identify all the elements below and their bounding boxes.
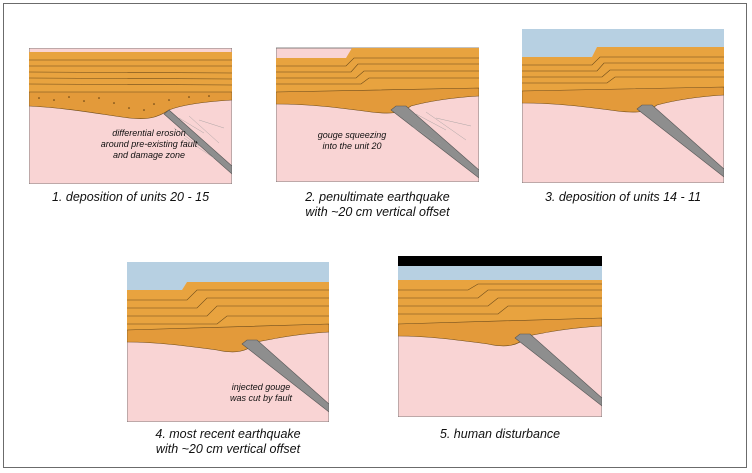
panel-2: gouge squeezing into the unit 20 xyxy=(275,40,480,183)
panel-4-note: injected gouge was cut by fault xyxy=(211,382,311,404)
panel-4-caption-line: 4. most recent earthquake xyxy=(155,427,301,441)
panel-1-note: differential erosion around pre-existing… xyxy=(89,128,209,161)
panel-4-note-line: injected gouge xyxy=(231,382,291,392)
panel-1-note-line: and damage zone xyxy=(112,150,186,160)
panel-4-caption-line: with ~20 cm vertical offset xyxy=(155,442,301,456)
panel-3 xyxy=(521,28,725,184)
panel-5-cross-section xyxy=(397,255,603,418)
panel-3-cross-section xyxy=(521,28,725,184)
panel-2-note-line: into the unit 20 xyxy=(322,141,382,151)
figure-frame: differential erosion around pre-existing… xyxy=(3,3,747,468)
panel-1: differential erosion around pre-existing… xyxy=(28,47,233,185)
panel-1-note-line: differential erosion xyxy=(112,128,186,138)
panel-5-caption-line: 5. human disturbance xyxy=(439,427,561,441)
panel-5-caption: 5. human disturbance xyxy=(398,427,602,442)
panel-3-caption-line: 3. deposition of units 14 - 11 xyxy=(544,190,702,204)
panel-4-cross-section xyxy=(126,261,330,423)
panel-4-caption: 4. most recent earthquake with ~20 cm ve… xyxy=(127,427,329,457)
panel-2-note: gouge squeezing into the unit 20 xyxy=(302,130,402,152)
panel-4: injected gouge was cut by fault xyxy=(126,261,330,423)
panel-2-cross-section xyxy=(275,47,480,183)
panel-2-caption-line: 2. penultimate earthquake xyxy=(305,190,450,204)
panel-1-caption-line: 1. deposition of units 20 - 15 xyxy=(51,190,210,204)
panel-2-note-line: gouge squeezing xyxy=(317,130,387,140)
panel-5 xyxy=(397,255,603,418)
panel-4-note-line: was cut by fault xyxy=(229,393,293,403)
panel-1-caption: 1. deposition of units 20 - 15 xyxy=(29,190,232,205)
panel-2-caption-line: with ~20 cm vertical offset xyxy=(305,205,450,219)
panel-1-note-line: around pre-existing fault xyxy=(100,139,198,149)
panel-2-caption: 2. penultimate earthquake with ~20 cm ve… xyxy=(269,190,486,220)
panel-3-caption: 3. deposition of units 14 - 11 xyxy=(522,190,724,205)
panel-1-cross-section xyxy=(28,47,233,185)
